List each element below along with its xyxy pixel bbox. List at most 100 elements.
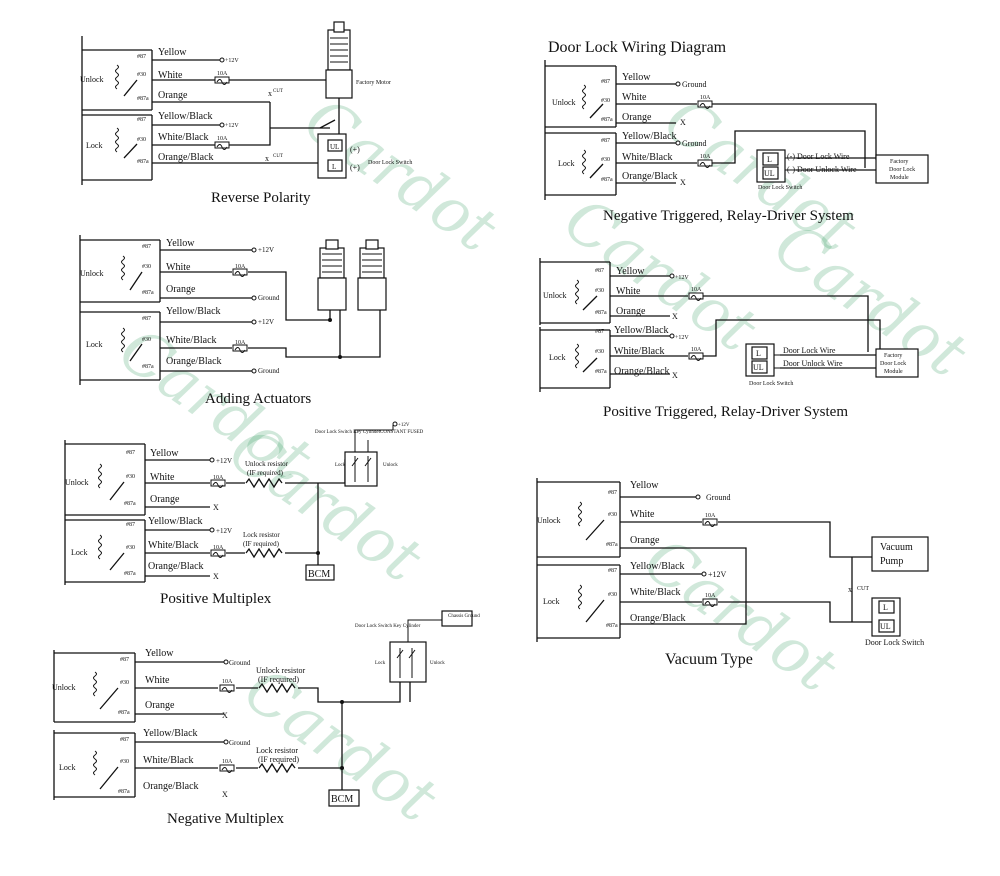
relay-lock-label: Lock bbox=[549, 353, 565, 362]
switch-ul-label: UL bbox=[880, 622, 891, 631]
switch-l-label: L bbox=[883, 603, 888, 612]
pin30-label: #30 bbox=[120, 680, 129, 686]
pin87-label: #87 bbox=[608, 568, 617, 574]
pin30-label: #30 bbox=[126, 474, 135, 480]
plus12v-label: +12V bbox=[216, 527, 232, 535]
wire-orange-black-label: Orange/Black bbox=[614, 366, 670, 377]
plus-label: (+) bbox=[350, 145, 360, 154]
pin87-label: #87 bbox=[595, 268, 604, 274]
wire-white-black-label: White/Black bbox=[622, 152, 673, 163]
wire-orange-black-label: Orange/Black bbox=[166, 356, 222, 367]
module-label: Factory bbox=[884, 353, 902, 359]
chassis-ground-label: Chassis Ground bbox=[448, 614, 480, 619]
wire-yellow-label: Yellow bbox=[145, 648, 174, 659]
wire-yellow-black-label: Yellow/Black bbox=[614, 325, 669, 336]
switch-ul-label: UL bbox=[764, 169, 775, 178]
relay-lock-label: Lock bbox=[59, 763, 75, 772]
door-lock-switch-label: Door Lock Switch bbox=[758, 185, 802, 191]
unlock-label: Unlock bbox=[430, 661, 445, 666]
pin87-label: #87 bbox=[120, 737, 129, 743]
switch-l-label: L bbox=[332, 163, 336, 171]
wire-yellow-black-label: Yellow/Black bbox=[630, 561, 685, 572]
module-label: Door Lock bbox=[880, 361, 906, 367]
cut-label: CUT bbox=[273, 89, 283, 94]
fuse-label: 10A bbox=[235, 264, 246, 270]
ground-label: Ground bbox=[682, 139, 706, 148]
switch-cylinder-label: Door Lock Switch Key Cylinder bbox=[355, 624, 421, 629]
constant-fused-label: CONSTANT FUSED bbox=[380, 430, 424, 435]
wire-white-label: White bbox=[158, 70, 183, 81]
pin30-label: #30 bbox=[137, 72, 146, 78]
wire-yellow-black-label: Yellow/Black bbox=[622, 131, 677, 142]
wire-orange-label: Orange bbox=[616, 306, 646, 317]
x-label: X bbox=[672, 312, 678, 321]
switch-l-label: L bbox=[756, 349, 761, 358]
diagram-title: Reverse Polarity bbox=[211, 190, 311, 206]
pin30-label: #30 bbox=[595, 349, 604, 355]
neg-lock-wire-label: (-) Door Lock Wire bbox=[787, 152, 850, 161]
pin87a-label: #87a bbox=[142, 364, 154, 370]
wire-orange-label: Orange bbox=[158, 90, 188, 101]
lock-wire-label: Door Lock Wire bbox=[783, 346, 836, 355]
pin87-label: #87 bbox=[608, 490, 617, 496]
fuse-label: 10A bbox=[213, 545, 224, 551]
relay-unlock-label: Unlock bbox=[80, 269, 104, 278]
relay-unlock-label: Unlock bbox=[537, 516, 561, 525]
fuse-label: 10A bbox=[691, 287, 702, 293]
pin87-label: #87 bbox=[601, 79, 610, 85]
pin30-label: #30 bbox=[137, 137, 146, 143]
fuse-label: 10A bbox=[217, 136, 228, 142]
switch-ul-label: UL bbox=[330, 143, 339, 151]
diagram-positive-triggered: Unlock Lock #87 #30 #87a #87 #30 #87a Ye… bbox=[539, 258, 919, 420]
wire-orange-black-label: Orange/Black bbox=[158, 152, 214, 163]
wire-orange-label: Orange bbox=[630, 535, 660, 546]
fuse-label: 10A bbox=[217, 71, 228, 77]
relay-unlock-label: Unlock bbox=[52, 683, 76, 692]
ground-label: Ground bbox=[682, 80, 706, 89]
plus-label: (+) bbox=[350, 163, 360, 172]
pin87-label: #87 bbox=[126, 450, 135, 456]
pin87a-label: #87a bbox=[124, 571, 136, 577]
relay-unlock-label: Unlock bbox=[80, 75, 104, 84]
pin87-label: #87 bbox=[142, 316, 151, 322]
relay-lock-label: Lock bbox=[86, 141, 102, 150]
diagram-negative-triggered: Door Lock Wiring Diagram Unlock Lock #87… bbox=[544, 39, 929, 224]
pin87a-label: #87a bbox=[124, 501, 136, 507]
cut-label: CUT bbox=[857, 586, 869, 592]
diagram-title: Vacuum Type bbox=[665, 651, 753, 668]
wire-white-black-label: White/Black bbox=[148, 540, 199, 551]
plus12v-label: +12V bbox=[398, 423, 410, 428]
plus12v-label: +12V bbox=[675, 275, 689, 281]
x-label: X bbox=[680, 178, 686, 187]
pin30-label: #30 bbox=[595, 288, 604, 294]
pin87a-label: #87a bbox=[595, 310, 607, 316]
plus12v-label: +12V bbox=[675, 335, 689, 341]
unlock-resistor-label: Unlock resistor bbox=[245, 460, 289, 468]
unlock-label: Unlock bbox=[383, 463, 398, 468]
wire-yellow-label: Yellow bbox=[150, 448, 179, 459]
page-heading: Door Lock Wiring Diagram bbox=[548, 39, 727, 56]
wire-white-black-label: White/Black bbox=[158, 132, 209, 143]
wire-yellow-label: Yellow bbox=[630, 480, 659, 491]
door-lock-switch-label: Door Lock Switch bbox=[865, 638, 924, 647]
diagram-title: Positive Triggered, Relay-Driver System bbox=[603, 404, 848, 420]
pin87a-label: #87a bbox=[142, 290, 154, 296]
diagram-title: Negative Multiplex bbox=[167, 811, 285, 827]
wire-yellow-label: Yellow bbox=[622, 72, 651, 83]
cut-x-mark: x bbox=[268, 89, 272, 98]
if-required-label: (IF required) bbox=[243, 540, 280, 548]
pin87a-label: #87a bbox=[606, 542, 618, 548]
wire-yellow-label: Yellow bbox=[166, 238, 195, 249]
pin87a-label: #87a bbox=[137, 96, 149, 102]
pin87a-label: #87a bbox=[118, 789, 130, 795]
pin87-label: #87 bbox=[601, 138, 610, 144]
vacuum-pump-label: Pump bbox=[880, 556, 903, 567]
diagram-reverse-polarity: Unlock Lock #87 #30 #87a #87 #30 #87a Ye… bbox=[80, 21, 412, 206]
ground-label: Ground bbox=[258, 367, 280, 375]
fuse-label: 10A bbox=[235, 340, 246, 346]
wire-white-black-label: White/Black bbox=[143, 755, 194, 766]
lock-label: Lock bbox=[335, 463, 346, 468]
pin30-label: #30 bbox=[608, 512, 617, 518]
actuator-icon bbox=[317, 239, 347, 311]
wire-white-label: White bbox=[145, 675, 170, 686]
